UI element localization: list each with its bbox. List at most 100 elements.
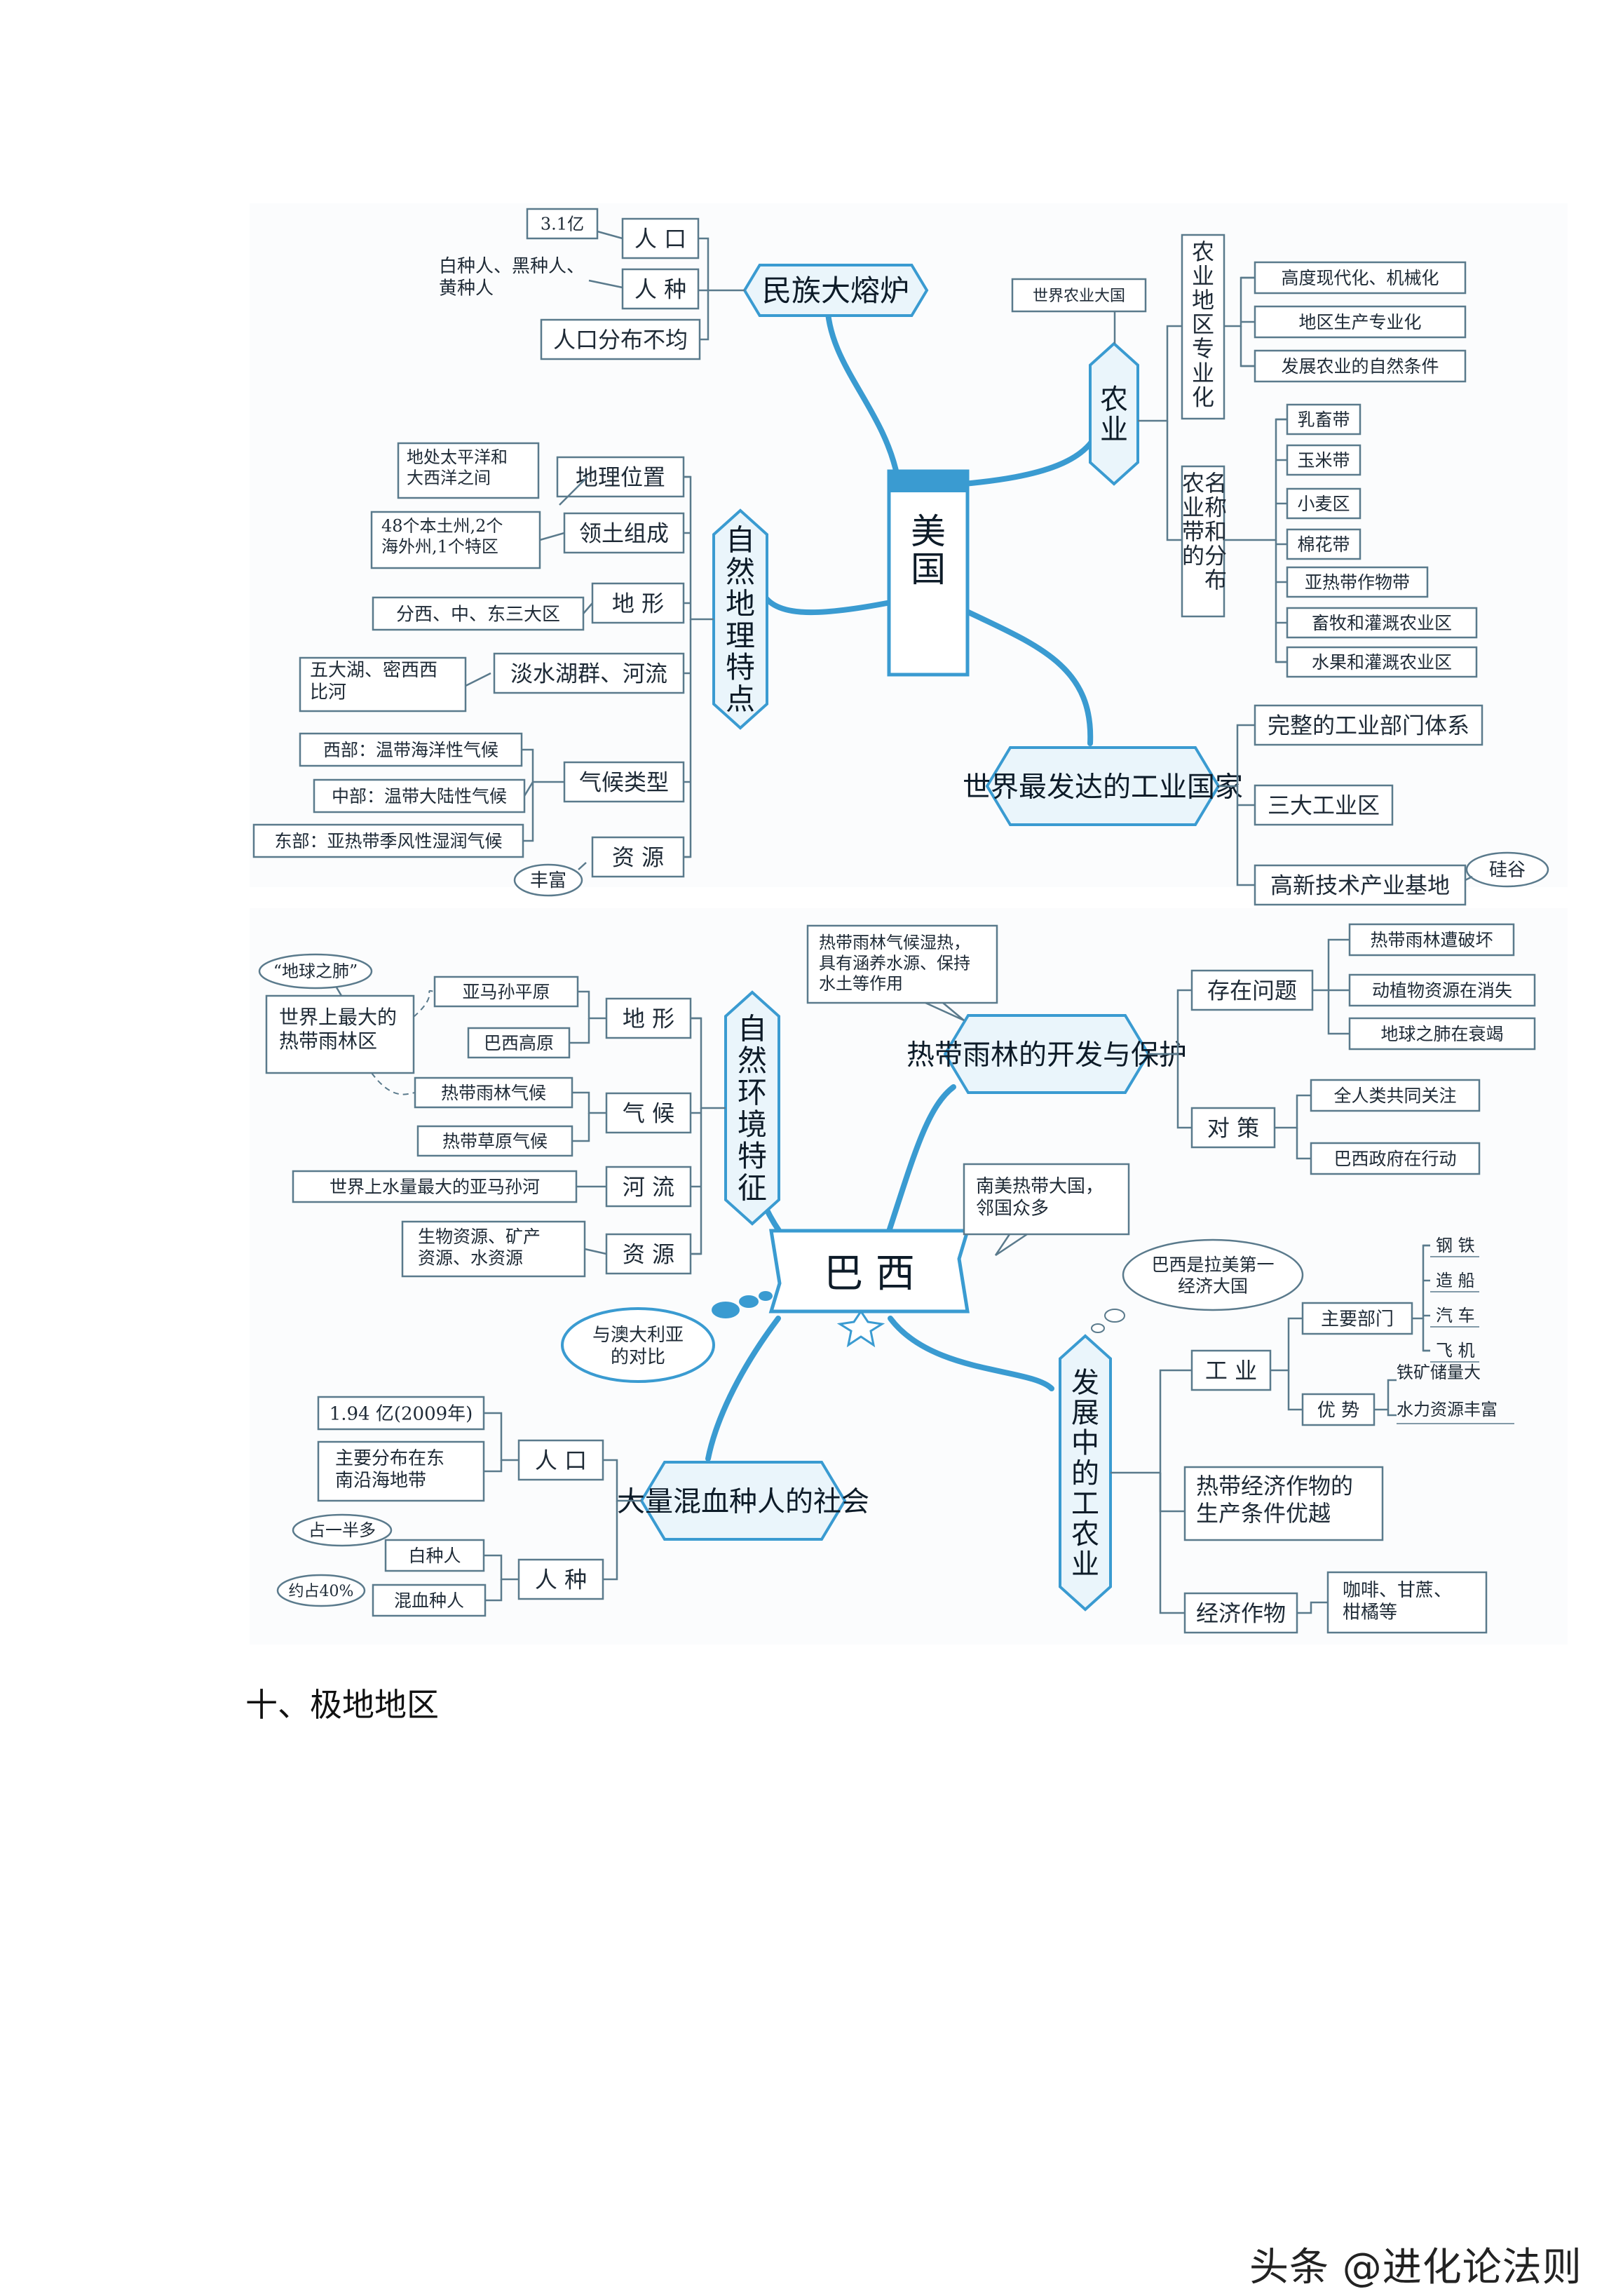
usa-pop-fenbu-label: 人口分布不均 <box>553 327 688 353</box>
connector-line <box>1287 1370 1303 1411</box>
bra-eco-title: 发展中的工农业 <box>1071 1367 1099 1581</box>
connector-line <box>1159 1473 1185 1614</box>
bra-eco-sector-item2: 汽 车 <box>1436 1306 1475 1325</box>
connector-line <box>484 1460 503 1473</box>
usa-nat-loc-box <box>556 456 685 498</box>
bra-cloud-dot3 <box>759 1291 773 1301</box>
bra-rain-callout-box <box>806 924 998 1004</box>
usa-curve-ind <box>961 607 1094 746</box>
bra-soc-pop-n1: 主要分布在东南沿海地带 <box>335 1448 444 1492</box>
watermark: 头条 @进化论法则 <box>1249 2245 1582 2290</box>
connector-line <box>1387 1410 1397 1417</box>
connector-line <box>584 1248 607 1255</box>
bra-env-relief-n0-box <box>433 975 579 1008</box>
bra-env-dash1 <box>413 990 435 1018</box>
bra-rain-m0-box <box>1310 1079 1481 1112</box>
bra-env-hex <box>724 990 780 1226</box>
connector-line <box>1236 786 1255 886</box>
bra-env-river-n-box <box>292 1170 578 1203</box>
usa-nat-terr-note-box <box>370 511 541 569</box>
usa-curve-pop <box>824 299 900 480</box>
connector-line <box>994 1233 1028 1257</box>
bra-rain-bus <box>1148 989 1192 1055</box>
bra-rain-p2-box <box>1348 1017 1536 1051</box>
bra-eco-cloud <box>1122 1238 1304 1311</box>
usa-nat-title: 自然地理特点 <box>726 523 755 717</box>
usa-pop-note-race: 白种人、黑种人、黄种人 <box>439 256 585 299</box>
bra-eco-adv-item0: 铁矿储量大 <box>1397 1363 1481 1382</box>
bra-env-forest: 世界上最大的热带雨林区 <box>279 1006 397 1053</box>
bra-env-item0-label: 地 形 <box>623 1006 674 1032</box>
usa-ind-note-bubble <box>1465 851 1549 888</box>
bra-soc-bus <box>603 1459 641 1502</box>
bra-rain-problem-label: 存在问题 <box>1207 978 1297 1004</box>
bra-soc-race-n1-box <box>372 1583 487 1617</box>
usa-nat-terr-note: 48个本土州,2个海外州,1个特区 <box>381 516 503 556</box>
usa-pop-bus <box>698 237 745 292</box>
connector-line <box>572 1113 590 1142</box>
bra-curve-soc <box>705 1316 781 1461</box>
usa-ind-system-label: 完整的工业部门体系 <box>1268 713 1469 739</box>
usa-agr-callout-box <box>1011 278 1147 313</box>
bra-curve-eco <box>888 1316 1054 1391</box>
bra-env-lung: “地球之肺” <box>273 961 358 981</box>
bra-env-cl-n0-label: 热带雨林气候 <box>441 1083 546 1103</box>
connector-line <box>1297 1601 1328 1614</box>
bra-rain-m1-box <box>1310 1142 1481 1175</box>
bra-env-cl-n1-box <box>416 1125 573 1157</box>
bra-center-star <box>836 1309 885 1348</box>
bra-eco-crops-cond: 热带经济作物的生产条件优越 <box>1196 1473 1353 1527</box>
connector-line <box>578 862 587 870</box>
connector-line <box>572 1091 606 1114</box>
connector-line <box>1166 421 1182 541</box>
bra-eco-cloud-dot1 <box>1104 1309 1125 1323</box>
connector-line <box>1240 326 1255 367</box>
usa-pop-renzhong-label: 人 种 <box>634 276 686 303</box>
connector-line <box>700 290 709 341</box>
usa-nat-res-note: 丰富 <box>530 870 566 891</box>
usa-agr-g1-item0-label: 高度现代化、机械化 <box>1281 268 1439 288</box>
usa-nat-cl-w-box <box>299 732 523 767</box>
bra-rain-p2-label: 地球之肺在衰竭 <box>1380 1024 1503 1044</box>
usa-nat-res-note-bubble <box>513 863 583 897</box>
bra-eco-crops-note: 咖啡、甘蔗、柑橘等 <box>1343 1580 1452 1623</box>
usa-ind-three-label: 三大工业区 <box>1268 792 1380 819</box>
usa-nat-terr-label: 领土组成 <box>579 520 669 547</box>
connector-line <box>925 1001 965 1022</box>
connector-line <box>578 990 606 1020</box>
usa-nat-lakes-note-box <box>299 656 467 713</box>
bra-cloud-dot2 <box>739 1295 759 1308</box>
usa-agr-g2-item2-label: 小麦区 <box>1297 494 1350 514</box>
connector-line <box>1465 875 1473 882</box>
usa-agr-g2-item0-label: 乳畜带 <box>1297 410 1350 430</box>
bra-eco-hex <box>1059 1334 1112 1612</box>
bra-env-cl-n1-label: 热带草原气候 <box>442 1131 548 1152</box>
usa-agr-g2-item5-label: 畜牧和灌溉农业区 <box>1312 613 1452 633</box>
bra-cloud <box>561 1307 715 1383</box>
bra-center-title: 巴 西 <box>824 1251 915 1297</box>
usa-nat-loc-note-box <box>397 442 540 499</box>
usa-ind-system-box <box>1254 704 1483 746</box>
usa-pop-fenbu-box <box>540 318 701 360</box>
usa-nat-relief-box <box>591 582 685 624</box>
usa-agr-bus <box>1138 325 1182 422</box>
connector-line <box>684 619 692 858</box>
usa-agr-g2-item4-label: 亚热带作物带 <box>1305 572 1410 593</box>
connector-line <box>465 672 491 687</box>
usa-agr-g2-item5-box <box>1286 607 1478 639</box>
usa-nat-lakes-note: 五大湖、密西西比河 <box>310 660 437 703</box>
connector-line <box>1327 990 1350 1035</box>
usa-agr-g2-item0-box <box>1286 403 1361 435</box>
bra-env-item0-box <box>605 997 692 1039</box>
bra-soc-race-label: 人 种 <box>535 1567 587 1593</box>
connector-line <box>484 1554 519 1581</box>
usa-ind-hightech-label: 高新技术产业基地 <box>1270 872 1450 899</box>
bra-rain-p1-box <box>1348 973 1536 1007</box>
bra-rain-callout: 热带雨林气候湿热，具有涵养水源、保持水土等作用 <box>819 933 970 994</box>
connector-line <box>523 782 534 842</box>
connector-line <box>569 1018 590 1044</box>
usa-agr-g2-item3-label: 棉花带 <box>1297 534 1350 555</box>
bra-soc-title: 大量混血种人的社会 <box>617 1485 869 1518</box>
usa-curve-nat <box>758 586 890 616</box>
